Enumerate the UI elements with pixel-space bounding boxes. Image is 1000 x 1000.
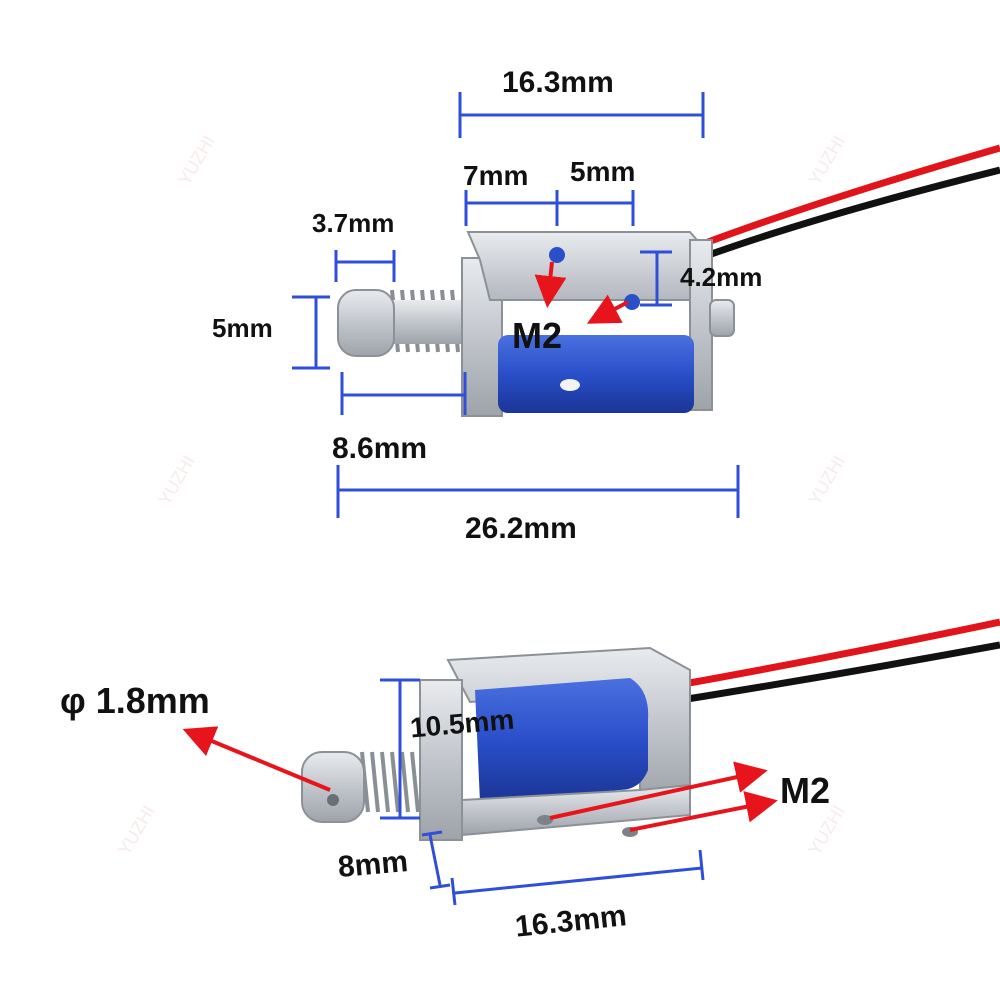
top-dim-plunger-tip: 3.7mm [312, 208, 395, 238]
top-plunger-shaft [385, 300, 470, 344]
top-dim-plunger-length: 8.6mm [332, 432, 428, 465]
bottom-coil [475, 678, 649, 802]
bottom-red-wire [649, 618, 1000, 694]
bottom-arrows [182, 726, 778, 832]
top-dim-plunger-dia: 5mm [212, 313, 273, 343]
bottom-pin-hole [327, 794, 339, 806]
top-dimension-lines [292, 92, 740, 518]
bottom-dimension-lines [380, 678, 705, 906]
top-thread-label: M2 [512, 315, 563, 356]
top-dim-overall-frame: 16.3mm [502, 66, 614, 99]
top-coil-hole [560, 379, 580, 391]
top-rear-pin [709, 299, 735, 337]
top-dim-total-length: 26.2mm [465, 512, 577, 545]
bottom-dim-width: 8mm [336, 845, 410, 884]
top-dim-hole-vertical: 4.2mm [680, 262, 763, 292]
bottom-dim-pin-hole: φ 1.8mm [60, 680, 210, 721]
bottom-solenoid [301, 618, 1000, 841]
top-frame-top [466, 231, 711, 331]
bottom-thread-label: M2 [780, 770, 831, 811]
top-black-wire [698, 166, 1000, 262]
top-mount-hole-2 [624, 294, 640, 310]
bottom-mount-hole-1 [537, 815, 553, 825]
top-solenoid [337, 144, 1000, 417]
bottom-spring [360, 751, 420, 813]
bottom-black-wire [649, 641, 1000, 709]
top-m2-arrows [534, 261, 629, 324]
bottom-frame-front-plate [419, 679, 463, 841]
top-mount-hole-1 [549, 247, 565, 263]
top-dim-hole-offset: 7mm [463, 160, 529, 191]
top-red-wire [698, 144, 1000, 249]
top-dim-hole-spacing: 5mm [570, 156, 636, 187]
top-plunger-tip [337, 289, 395, 357]
top-coil [498, 335, 694, 413]
bottom-plunger-tip [301, 751, 365, 823]
